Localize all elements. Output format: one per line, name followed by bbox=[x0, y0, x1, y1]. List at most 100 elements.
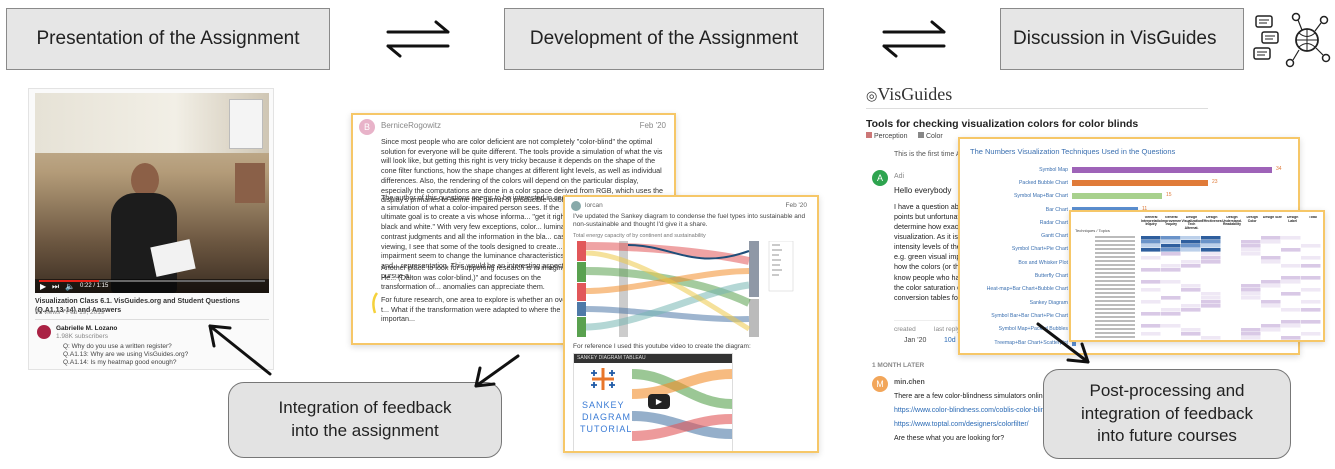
matrix-cell bbox=[1301, 256, 1321, 260]
matrix-cell bbox=[1301, 264, 1321, 268]
matrix-cell bbox=[1281, 312, 1301, 316]
integration-line-1: Integration of feedback bbox=[278, 398, 452, 418]
matrix-cell bbox=[1181, 248, 1201, 252]
matrix-cell bbox=[1281, 332, 1301, 336]
volume-icon[interactable]: 🔈 bbox=[65, 282, 75, 291]
reply-link-1[interactable]: https://www.color-blindness.com/coblis-c… bbox=[894, 407, 1070, 414]
matrix-cell bbox=[1221, 308, 1241, 312]
matrix-cell bbox=[1241, 292, 1261, 296]
channel-avatar[interactable] bbox=[37, 325, 51, 339]
matrix-cell bbox=[1161, 308, 1181, 312]
matrix-cell bbox=[1221, 260, 1241, 264]
matrix-cell bbox=[1181, 264, 1201, 268]
matrix-cell bbox=[1201, 308, 1221, 312]
reply-user[interactable]: min.chen bbox=[894, 379, 925, 386]
author-name[interactable]: Adi bbox=[894, 173, 905, 180]
matrix-cell bbox=[1261, 312, 1281, 316]
matrix-cell bbox=[1141, 300, 1161, 304]
matrix-cell bbox=[1201, 336, 1221, 340]
bar-label: Butterfly Chart bbox=[1034, 273, 1068, 280]
tutorial-video-thumbnail[interactable]: SANKEY DIAGRAM TABLEAU SANKEY DIAGRAM TU… bbox=[573, 353, 733, 451]
matrix-cell bbox=[1301, 292, 1321, 296]
matrix-cell bbox=[1161, 252, 1181, 256]
bar-value: 34 bbox=[1276, 165, 1282, 172]
sankey-chart-title: Total energy capacity of by continent an… bbox=[573, 233, 706, 239]
matrix-cell bbox=[1161, 284, 1181, 288]
category-color[interactable]: Color bbox=[918, 132, 943, 141]
matrix-cell bbox=[1241, 312, 1261, 316]
matrix-cell bbox=[1141, 328, 1161, 332]
matrix-cell bbox=[1221, 320, 1241, 324]
matrix-cell bbox=[1261, 264, 1281, 268]
matrix-cell bbox=[1201, 304, 1221, 308]
feedback-arrow-icon bbox=[474, 354, 520, 388]
author-avatar[interactable]: A bbox=[872, 170, 888, 186]
matrix-cell bbox=[1181, 332, 1201, 336]
bar-label: Symbol Map+Packed Bubbles bbox=[998, 326, 1068, 333]
matrix-cell bbox=[1261, 324, 1281, 328]
skip-icon[interactable]: ⏭ bbox=[52, 282, 60, 291]
matrix-cell bbox=[1181, 324, 1201, 328]
matrix-row-label bbox=[1095, 252, 1135, 254]
matrix-cell bbox=[1181, 312, 1201, 316]
feedback-arrow-icon bbox=[208, 324, 272, 376]
play-icon[interactable]: ▶ bbox=[40, 282, 47, 291]
video-player[interactable]: ▶ ⏭ 🔈 0:22 / 1:15 bbox=[35, 93, 269, 293]
post-paragraph-2: The author of this questions seems to be… bbox=[381, 193, 577, 280]
matrix-cell bbox=[1301, 268, 1321, 272]
matrix-cell bbox=[1261, 308, 1281, 312]
matrix-cell bbox=[1241, 240, 1261, 244]
matrix-cell bbox=[1161, 324, 1181, 328]
matrix-row-label bbox=[1095, 276, 1135, 278]
matrix-cell bbox=[1161, 272, 1181, 276]
matrix-cell bbox=[1221, 240, 1241, 244]
matrix-cell bbox=[1201, 300, 1221, 304]
user-avatar[interactable]: B bbox=[359, 119, 375, 135]
matrix-cell bbox=[1281, 316, 1301, 320]
sankey-post-text: I've updated the Sankey diagram to conde… bbox=[573, 213, 806, 229]
matrix-cell bbox=[1161, 244, 1181, 248]
matrix-cell bbox=[1261, 304, 1281, 308]
matrix-cell bbox=[1281, 244, 1301, 248]
matrix-cell bbox=[1161, 300, 1181, 304]
topic-title[interactable]: Tools for checking visualization colors … bbox=[866, 118, 1139, 130]
post-user[interactable]: BerniceRogowitz bbox=[381, 121, 442, 130]
bar-value: 15 bbox=[1166, 192, 1172, 199]
matrix-cell bbox=[1261, 336, 1281, 340]
video-controls[interactable]: ▶ ⏭ 🔈 0:22 / 1:15 bbox=[35, 279, 269, 293]
matrix-cell bbox=[1281, 252, 1301, 256]
matrix-cell bbox=[1201, 264, 1221, 268]
matrix-cell bbox=[1281, 276, 1301, 280]
video-title[interactable]: Visualization Class 6.1. VisGuides.org a… bbox=[35, 298, 240, 315]
matrix-cell bbox=[1301, 316, 1321, 320]
matrix-cell bbox=[1301, 272, 1321, 276]
stage-presentation-label: Presentation of the Assignment bbox=[36, 28, 300, 49]
matrix-cell bbox=[1181, 300, 1201, 304]
channel-name[interactable]: Gabrielle M. Lozano bbox=[56, 325, 118, 332]
matrix-cell bbox=[1201, 276, 1221, 280]
matrix-cell bbox=[1221, 336, 1241, 340]
category-perception-label: Perception bbox=[874, 133, 908, 140]
matrix-cell bbox=[1161, 280, 1181, 284]
matrix-cell bbox=[1301, 240, 1321, 244]
visguides-logo[interactable]: ◎VisGuides bbox=[866, 84, 952, 105]
youtube-play-icon[interactable]: ▶ bbox=[648, 394, 670, 409]
matrix-cell bbox=[1221, 248, 1241, 252]
user-avatar[interactable] bbox=[571, 201, 581, 211]
matrix-corner: Techniques / Topics bbox=[1075, 228, 1110, 233]
matrix-cell bbox=[1161, 332, 1181, 336]
bar-label: Bar Chart bbox=[1045, 206, 1068, 213]
matrix-cell bbox=[1301, 252, 1321, 256]
tableau-logo-icon bbox=[591, 368, 615, 390]
matrix-cell bbox=[1281, 324, 1301, 328]
reply-link-2[interactable]: https://www.toptal.com/designers/colorfi… bbox=[894, 421, 1029, 428]
matrix-row-label bbox=[1095, 272, 1135, 274]
matrix-cell bbox=[1301, 260, 1321, 264]
matrix-cell bbox=[1221, 288, 1241, 292]
reply-avatar[interactable]: M bbox=[872, 376, 888, 392]
matrix-header: Design Visualization Tech Alternat. bbox=[1181, 216, 1202, 231]
category-perception[interactable]: Perception bbox=[866, 132, 907, 141]
sankey-post-user[interactable]: lorcan bbox=[585, 202, 603, 209]
